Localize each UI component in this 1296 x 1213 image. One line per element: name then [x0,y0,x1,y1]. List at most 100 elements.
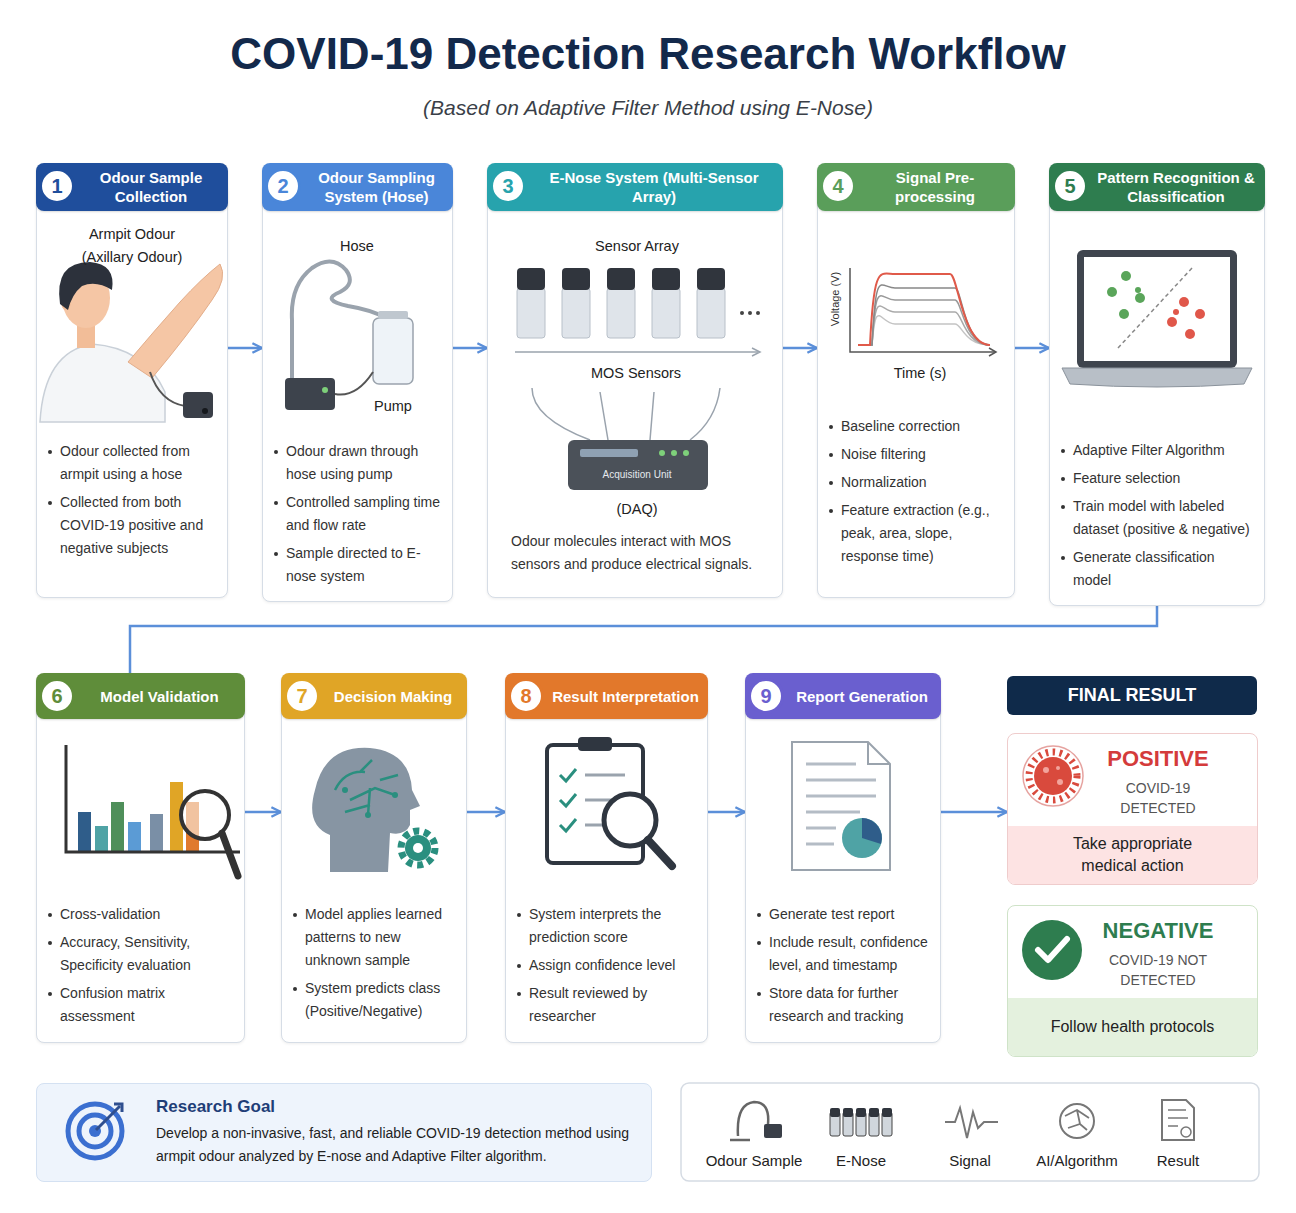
step-card: 6Model ValidationCross-validationAccurac… [36,673,245,1043]
step-number: 4 [820,168,856,204]
step-card: 8Result InterpretationSystem interprets … [505,673,708,1043]
legend-frame [681,1083,1259,1181]
sensor-array-illustration [562,268,590,290]
sensor-array-illustration [515,268,760,490]
bullet-list: Baseline correctionNoise filteringNormal… [829,415,1005,573]
legend-icons [1065,1110,1089,1130]
document-illustration [842,818,882,858]
sensor-array-illustration [683,450,689,456]
legend-icons [830,1112,840,1136]
text-slot: COVID-19 NOT DETECTED [1103,950,1213,990]
bar-chart-illustration [128,822,141,852]
legend-icons [945,1108,998,1138]
card-label: Voltage (V) [828,259,842,339]
page-title: COVID-19 Detection Research Workflow [0,28,1296,80]
laptop-illustration [1185,329,1195,339]
signal-chart-illustration [858,316,990,345]
legend-icons [1162,1100,1194,1140]
legend-icons [882,1112,892,1136]
target-icon [114,1104,122,1112]
target-icon [68,1104,122,1158]
step-title: Signal Pre-processing [861,168,1009,206]
result-detail: COVID-19 DETECTED [1103,778,1213,818]
step-header: 1Odour Sample Collection [36,163,228,211]
check-icon [1022,920,1082,980]
text-slot: Armpit Odour (Axillary Odour) [72,223,192,269]
bullet-list: Generate test reportInclude result, conf… [757,903,931,1033]
bullet-list: Odour drawn through hose using pumpContr… [274,440,443,593]
card-label: (DAQ) [597,498,677,521]
legend-slot: E-Nose [801,1151,921,1170]
laptop-illustration [1167,317,1177,327]
legend-icons [1060,1104,1094,1138]
text-slot: NEGATIVE [1088,918,1228,944]
action-band: Follow health protocols [1008,998,1257,1056]
bullet-item: Feature selection [1061,467,1255,490]
laptop-illustration [1107,287,1117,297]
legend-slot: Odour Sample [694,1151,814,1170]
sensor-array-illustration [607,268,635,290]
legend-icons [843,1112,853,1136]
clipboard-illustration [547,737,672,866]
bullet-item: Controlled sampling time and flow rate [274,491,443,537]
laptop-illustration [1135,293,1145,303]
hose-pump-illustration [335,372,373,395]
head-gear-illustration [335,760,398,815]
step-card: 3E-Nose System (Multi-Sensor Array)Senso… [487,163,783,598]
flow-connector [708,811,745,814]
step-card: 4Signal Pre-processingVoltage (V)Time (s… [817,163,1015,598]
legend-frame [681,1083,1259,1181]
virus-icon [1034,757,1072,795]
step-title: Odour Sampling System (Hose) [306,168,447,206]
step-number: 1 [39,168,75,204]
card-frame [1049,183,1265,606]
legend-icons [882,1108,892,1117]
person-illustration [61,294,71,310]
laptop-illustration [1179,297,1189,307]
step-title: Model Validation [80,687,239,706]
person-illustration [183,392,213,418]
laptop-illustration [1121,271,1131,281]
bullet-item: Sample directed to E-nose system [274,542,443,588]
legend-icons [764,1124,782,1138]
step-header: 8Result Interpretation [505,673,708,719]
step-number: 7 [284,678,320,714]
goal-text: Develop a non-invasive, fast, and reliab… [156,1122,636,1168]
text-slot: MOS Sensors [576,362,696,385]
bullet-item: Baseline correction [829,415,1005,438]
sensor-array-illustration [740,311,744,315]
card-label: Pump [363,395,423,418]
virus-icon [1023,746,1083,806]
signal-chart-illustration [858,285,990,345]
card-label: Hose [322,235,392,258]
goal-box: Research GoalDevelop a non-invasive, fas… [36,1083,652,1182]
step-header: 2Odour Sampling System (Hose) [262,163,453,211]
laptop-illustration [1084,257,1230,361]
bullet-list: System interprets the prediction scoreAs… [517,903,698,1033]
legend-icons [730,1100,1194,1140]
legend-icons [730,1139,750,1142]
hose-pump-illustration [322,387,328,393]
bullet-list: Cross-validationAccuracy, Sensitivity, S… [48,903,235,1033]
laptop-illustration [1062,250,1252,387]
sensor-array-illustration [652,288,680,338]
sensor-array-illustration [580,449,638,457]
check-icon [1022,920,1082,980]
bullet-item: Store data for further research and trac… [757,982,931,1028]
text-slot: Sensor Array [577,235,697,258]
sensor-array-illustration [517,268,545,290]
laptop-illustration [1077,250,1237,368]
hose-pump-illustration [373,318,413,384]
card-label: MOS Sensors [576,362,696,385]
bar-chart-illustration [66,745,240,852]
legend-label: Result [1118,1151,1238,1170]
legend-label: Signal [910,1151,1030,1170]
bullet-item: Odour drawn through hose using pump [274,440,443,486]
person-illustration [59,262,112,310]
sensor-array-illustration [515,351,758,353]
bullet-item: Model applies learned patterns to new un… [293,903,457,972]
result-card: NEGATIVE COVID-19 NOT DETECTED Follow heal… [1007,905,1258,1057]
hose-pump-illustration [285,378,335,410]
laptop-illustration [1118,268,1192,348]
